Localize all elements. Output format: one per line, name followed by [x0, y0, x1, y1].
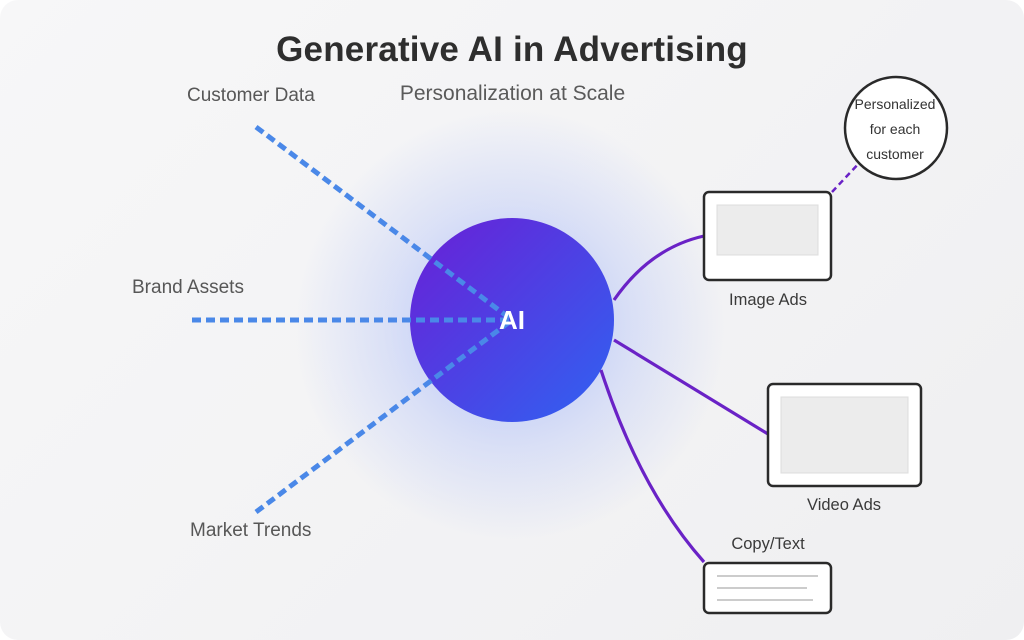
input-label-brand-assets: Brand Assets: [132, 277, 244, 298]
personalization-callout-circle: [843, 75, 949, 181]
ai-hub-circle: [410, 218, 614, 422]
connector-image-ads: [612, 234, 705, 301]
diagram-title: Generative AI in Advertising: [276, 30, 748, 69]
callout-line-3: customer: [866, 146, 924, 162]
diagram-subtitle: Personalization at Scale: [399, 82, 626, 105]
callout-line-2: for each: [869, 121, 921, 137]
output-label-video-ads: Video Ads: [806, 496, 881, 514]
input-label-customer-data: Customer Data: [187, 85, 315, 106]
video-ads-placeholder: [780, 396, 909, 474]
connector-market-trends: [254, 318, 514, 514]
input-label-market-trends: Market Trends: [190, 520, 312, 541]
connector-copy-text: [599, 369, 706, 564]
callout-line-1: Personalized: [854, 96, 936, 112]
output-label-copy-text: Copy/Text: [731, 535, 805, 553]
ai-hub-label: AI: [499, 305, 525, 335]
output-label-image-ads: Image Ads: [729, 291, 807, 309]
image-ads-placeholder: [716, 204, 819, 256]
connector-video-ads: [613, 338, 769, 436]
personalization-callout-text: Personalized for each customer: [842, 92, 948, 167]
connector-customer-data: [254, 125, 514, 322]
